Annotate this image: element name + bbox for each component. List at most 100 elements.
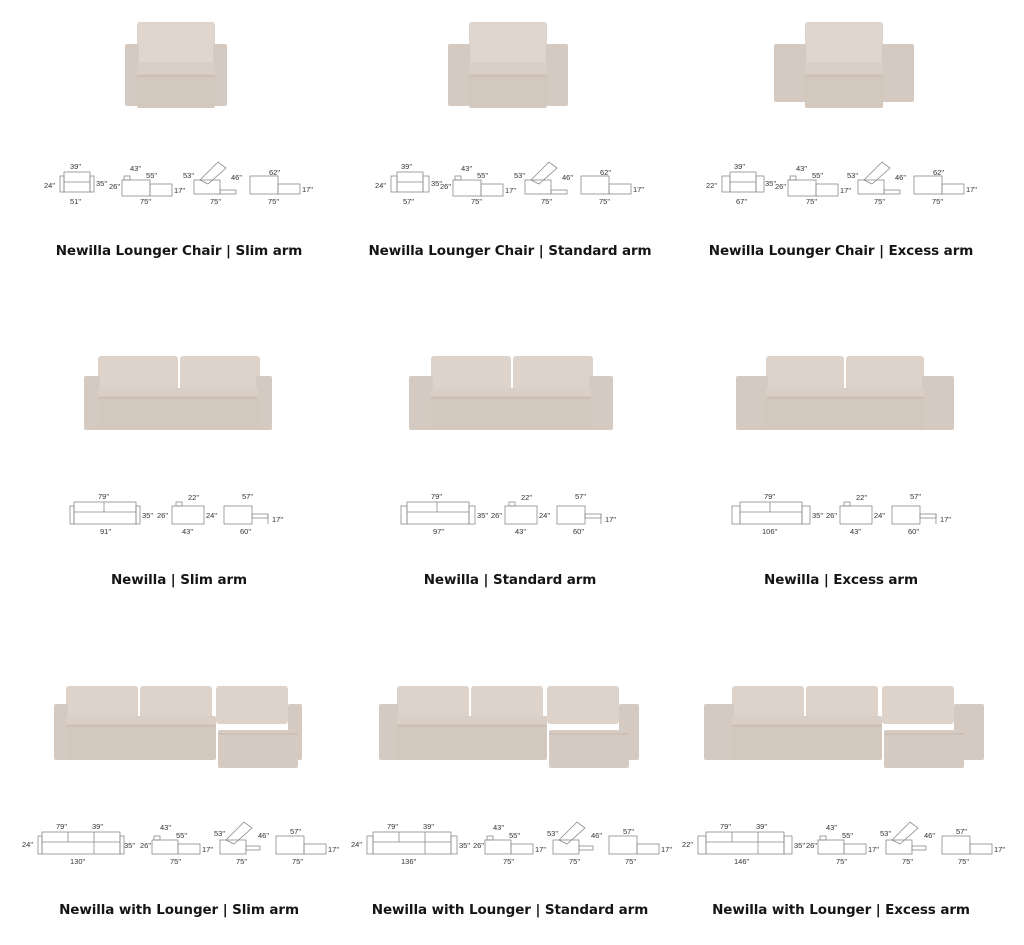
svg-text:35": 35" bbox=[812, 511, 823, 520]
svg-text:24": 24" bbox=[22, 840, 33, 849]
svg-text:79": 79" bbox=[431, 492, 442, 501]
sofa-lounger-standard-dimension-diagram: 79" 39" 24" 35" 136" 43" 55" 26" 17" 75"… bbox=[351, 821, 672, 866]
product-card-lounger-chair-excess[interactable]: 39" 22" 35" 67" 43" 55" 26" 17" 75" 53" … bbox=[676, 0, 1006, 280]
svg-text:17": 17" bbox=[661, 845, 672, 854]
product-card-sofa-lounger-slim[interactable]: 79" 39" 24" 35" 130" 43" 55" 26" 17" 75"… bbox=[14, 660, 344, 945]
svg-text:17": 17" bbox=[605, 515, 616, 524]
svg-text:26": 26" bbox=[440, 182, 451, 191]
svg-text:75": 75" bbox=[236, 857, 247, 866]
sofa-lounger-excess-photo[interactable] bbox=[702, 682, 986, 772]
svg-text:43": 43" bbox=[826, 823, 837, 832]
svg-text:35": 35" bbox=[765, 179, 776, 188]
svg-text:35": 35" bbox=[794, 841, 805, 850]
product-title[interactable]: Newilla with Lounger | Excess arm bbox=[712, 902, 970, 918]
svg-text:22": 22" bbox=[188, 493, 199, 502]
sofa-excess-photo[interactable] bbox=[732, 352, 958, 434]
lounger-chair-slim-photo[interactable] bbox=[120, 18, 240, 114]
svg-text:75": 75" bbox=[292, 857, 303, 866]
svg-text:57": 57" bbox=[623, 827, 634, 836]
svg-text:97": 97" bbox=[433, 527, 444, 536]
svg-text:53": 53" bbox=[183, 171, 194, 180]
svg-text:39": 39" bbox=[756, 822, 767, 831]
svg-text:17": 17" bbox=[868, 845, 879, 854]
svg-text:43": 43" bbox=[130, 164, 141, 173]
lounger-chair-excess-photo[interactable] bbox=[770, 18, 918, 114]
product-card-lounger-chair-slim[interactable]: 39" 24" 35" 51" 43" 55" 26" 17" 75" 53" … bbox=[14, 0, 344, 280]
product-card-sofa-excess[interactable]: 79" 35" 106" 26" 22" 24" 43" 57" 17" 60"… bbox=[676, 330, 1006, 610]
product-card-sofa-standard[interactable]: 79" 35" 97" 26" 22" 24" 43" 57" 17" 60" … bbox=[345, 330, 675, 610]
svg-text:17": 17" bbox=[940, 515, 951, 524]
svg-text:75": 75" bbox=[140, 197, 151, 206]
product-title[interactable]: Newilla with Lounger | Slim arm bbox=[59, 902, 299, 918]
svg-text:39": 39" bbox=[70, 162, 81, 171]
product-title[interactable]: Newilla | Standard arm bbox=[423, 572, 597, 588]
svg-text:55": 55" bbox=[176, 831, 187, 840]
svg-text:60": 60" bbox=[240, 527, 251, 536]
product-title[interactable]: Newilla Lounger Chair | Excess arm bbox=[708, 243, 974, 259]
svg-text:17": 17" bbox=[994, 845, 1005, 854]
svg-text:53": 53" bbox=[880, 829, 891, 838]
svg-text:22": 22" bbox=[706, 181, 717, 190]
svg-text:75": 75" bbox=[874, 197, 885, 206]
svg-text:146": 146" bbox=[734, 857, 750, 866]
svg-text:43": 43" bbox=[515, 527, 526, 536]
svg-text:75": 75" bbox=[902, 857, 913, 866]
svg-text:75": 75" bbox=[836, 857, 847, 866]
product-title[interactable]: Newilla | Excess arm bbox=[764, 572, 918, 588]
svg-text:79": 79" bbox=[764, 492, 775, 501]
svg-text:53": 53" bbox=[214, 829, 225, 838]
svg-text:53": 53" bbox=[847, 171, 858, 180]
svg-text:60": 60" bbox=[908, 527, 919, 536]
svg-text:17": 17" bbox=[302, 185, 313, 194]
lounger-chair-slim-dimension-diagram: 39" 24" 35" 51" 43" 55" 26" 17" 75" 53" … bbox=[44, 161, 313, 206]
product-title[interactable]: Newilla with Lounger | Standard arm bbox=[371, 902, 649, 918]
svg-text:17": 17" bbox=[966, 185, 977, 194]
svg-text:35": 35" bbox=[431, 179, 442, 188]
svg-text:75": 75" bbox=[932, 197, 943, 206]
sofa-slim-dimension-diagram: 79" 35" 91" 26" 22" 24" 43" 57" 17" 60" bbox=[69, 492, 283, 536]
svg-text:60": 60" bbox=[573, 527, 584, 536]
svg-text:75": 75" bbox=[806, 197, 817, 206]
svg-text:17": 17" bbox=[633, 185, 644, 194]
svg-text:75": 75" bbox=[503, 857, 514, 866]
svg-text:43": 43" bbox=[796, 164, 807, 173]
product-card-sofa-slim[interactable]: 79" 35" 91" 26" 22" 24" 43" 57" 17" 60" … bbox=[14, 330, 344, 610]
product-title[interactable]: Newilla | Slim arm bbox=[110, 572, 248, 588]
svg-text:24": 24" bbox=[206, 511, 217, 520]
product-title[interactable]: Newilla Lounger Chair | Standard arm bbox=[368, 243, 652, 259]
svg-text:79": 79" bbox=[720, 822, 731, 831]
svg-text:17": 17" bbox=[174, 186, 185, 195]
svg-text:57": 57" bbox=[575, 492, 586, 501]
svg-text:39": 39" bbox=[734, 162, 745, 171]
svg-text:57": 57" bbox=[242, 492, 253, 501]
svg-text:136": 136" bbox=[401, 857, 417, 866]
svg-text:62": 62" bbox=[269, 168, 280, 177]
lounger-chair-standard-photo[interactable] bbox=[442, 18, 578, 114]
product-card-lounger-chair-standard[interactable]: 39" 24" 35" 57" 43" 55" 26" 17" 75" 53" … bbox=[345, 0, 675, 280]
svg-text:55": 55" bbox=[842, 831, 853, 840]
svg-text:75": 75" bbox=[569, 857, 580, 866]
svg-text:26": 26" bbox=[826, 511, 837, 520]
svg-text:35": 35" bbox=[142, 511, 153, 520]
sofa-lounger-excess-dimension-diagram: 79" 39" 22" 35" 146" 43" 55" 26" 17" 75"… bbox=[682, 821, 1005, 866]
lounger-chair-excess-dimension-diagram: 39" 22" 35" 67" 43" 55" 26" 17" 75" 53" … bbox=[706, 161, 977, 206]
svg-text:57": 57" bbox=[910, 492, 921, 501]
lounger-chair-standard-dimension-diagram: 39" 24" 35" 57" 43" 55" 26" 17" 75" 53" … bbox=[375, 161, 644, 206]
product-title[interactable]: Newilla Lounger Chair | Slim arm bbox=[55, 243, 303, 259]
svg-text:55": 55" bbox=[509, 831, 520, 840]
sofa-lounger-standard-photo[interactable] bbox=[375, 682, 647, 772]
svg-text:46": 46" bbox=[562, 173, 573, 182]
svg-text:75": 75" bbox=[599, 197, 610, 206]
svg-text:55": 55" bbox=[812, 171, 823, 180]
product-card-sofa-lounger-standard[interactable]: 79" 39" 24" 35" 136" 43" 55" 26" 17" 75"… bbox=[345, 660, 675, 945]
svg-text:39": 39" bbox=[92, 822, 103, 831]
product-card-sofa-lounger-excess[interactable]: 79" 39" 22" 35" 146" 43" 55" 26" 17" 75"… bbox=[676, 660, 1006, 945]
sofa-slim-photo[interactable] bbox=[80, 352, 276, 434]
svg-text:75": 75" bbox=[958, 857, 969, 866]
svg-text:57": 57" bbox=[290, 827, 301, 836]
sofa-standard-photo[interactable] bbox=[405, 352, 617, 434]
svg-text:22": 22" bbox=[682, 840, 693, 849]
sofa-lounger-slim-photo[interactable] bbox=[50, 682, 310, 772]
svg-text:46": 46" bbox=[591, 831, 602, 840]
svg-text:130": 130" bbox=[70, 857, 86, 866]
